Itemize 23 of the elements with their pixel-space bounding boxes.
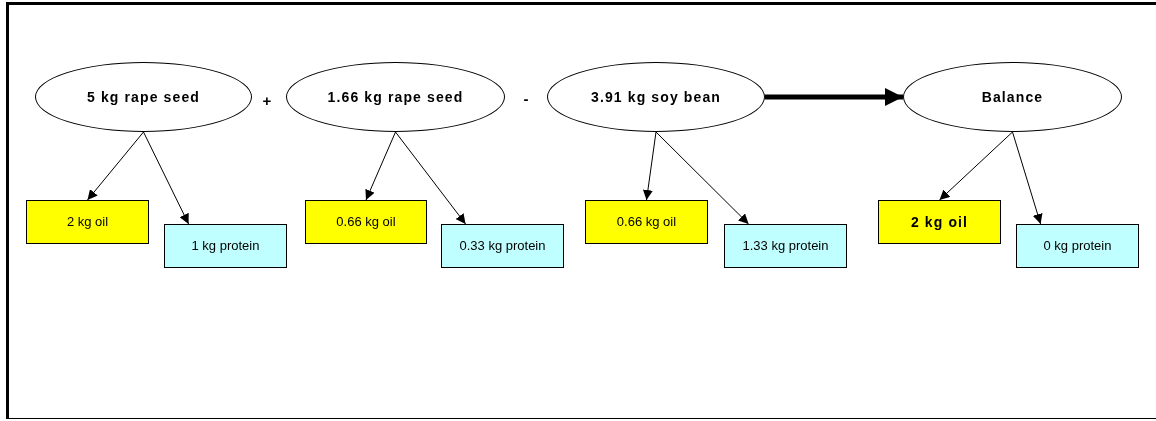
arrow [365,131,396,201]
arrow [642,131,657,201]
arrow [1012,131,1043,225]
ellipse-node: 1.66 kg rape seed [286,62,505,132]
protein-box: 0 kg protein [1016,224,1139,268]
oil-box: 2 kg oil [26,200,149,244]
protein-box: 1 kg protein [164,224,287,268]
protein-box: 0.33 kg protein [441,224,564,268]
arrow [939,131,1013,201]
oil-box: 2 kg oil [878,200,1001,244]
ellipse-node: 3.91 kg soy bean [547,62,765,132]
operator-sign: + [262,92,272,108]
arrow [87,131,144,201]
arrow [655,131,750,225]
arrow [143,131,190,225]
ellipse-node: Balance [903,62,1122,132]
arrow [765,88,903,106]
operator-sign: - [523,90,529,106]
arrow [395,131,467,225]
ellipse-node: 5 kg rape seed [35,62,252,132]
oil-box: 0.66 kg oil [585,200,708,244]
protein-box: 1.33 kg protein [724,224,847,268]
oil-box: 0.66 kg oil [305,200,427,244]
